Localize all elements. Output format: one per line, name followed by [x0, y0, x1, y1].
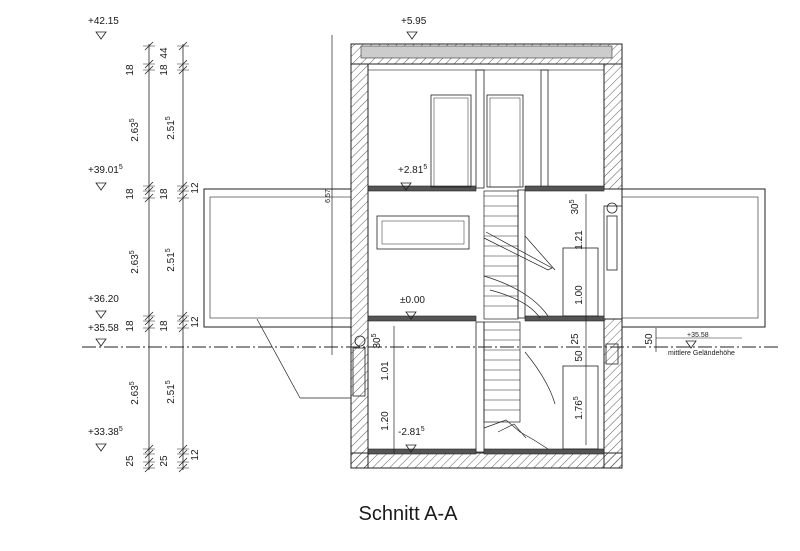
roof-layer: [360, 45, 613, 59]
inner-dim-3: 2.515: [165, 116, 177, 139]
outer-dim-5: 18: [125, 320, 136, 332]
left-extension-inner: [209, 196, 352, 319]
left-dim-1: 305: [371, 333, 383, 348]
stair-winder-step: [497, 423, 527, 439]
stair-dim-5: 50: [574, 350, 585, 362]
stair-dim-3: 1.00: [574, 285, 585, 305]
inner-dim-1: 44: [159, 47, 170, 59]
stair-dim-1: 305: [569, 199, 581, 214]
inner-wall-2: [540, 69, 549, 189]
outer-dim-3: 18: [125, 188, 136, 200]
level-marker-0: [95, 31, 107, 40]
window-basement-right: [605, 343, 619, 365]
floor-dim-2: 12: [190, 316, 201, 328]
staircase: [483, 190, 556, 450]
floor-slab-upper: [367, 185, 477, 192]
right-level: +35.58: [687, 332, 709, 339]
window-ground-left: [376, 215, 470, 250]
outer-dim-2: 2.635: [129, 118, 141, 141]
left-dim-3: 1.20: [380, 411, 391, 431]
level-marker-4: [95, 443, 107, 452]
inner-dim-4: 18: [159, 188, 170, 200]
inner-dim-2: 18: [159, 64, 170, 76]
stair-upper-run: [483, 190, 519, 320]
ground-level-label: mittlere Geländehöhe: [668, 350, 735, 357]
drawing-title: Schnitt A-A: [359, 503, 459, 525]
left-dim-2: 1.01: [380, 361, 391, 381]
abs-level-1: +42.15: [88, 16, 119, 27]
outer-dim-4: 2.635: [129, 250, 141, 273]
level-marker-3: [95, 338, 107, 347]
floor-slab-upper-2: [524, 185, 605, 192]
stair-dim-4: 25: [570, 333, 581, 345]
stair-handrail-upper: [483, 231, 553, 271]
outer-dim-7: 25: [125, 455, 136, 467]
abs-level-4: +35.58: [88, 323, 119, 334]
stair-rail-lower: [524, 351, 556, 405]
rel-level-roof: +5.95: [401, 16, 427, 27]
left-wall: [350, 63, 369, 469]
level-marker-5: [406, 31, 418, 40]
level-marker-8: [405, 444, 417, 453]
abs-level-5: +33.385: [88, 426, 123, 438]
inner-wall-3: [517, 189, 526, 319]
right-wall-lower: [603, 318, 623, 469]
outer-dim-6: 2.635: [129, 381, 141, 404]
floor-dim-1: 12: [190, 182, 201, 194]
level-marker-1: [95, 182, 107, 191]
level-marker-7: [405, 311, 417, 320]
right-extension: [621, 188, 766, 328]
floor-slab-basement: [367, 448, 477, 455]
outer-dim-1: 18: [125, 64, 136, 76]
base-slab: [350, 452, 623, 469]
inner-dim-6: 18: [159, 320, 170, 332]
door-upper-right: [486, 94, 524, 188]
level-marker-9: [685, 340, 697, 349]
dimension-ticks: [143, 41, 189, 473]
floor-slab-ground-2: [524, 315, 605, 322]
stair-rail-diagonal: [524, 235, 556, 271]
stair-winder-lower: [483, 419, 549, 450]
floor-slab-ground: [367, 315, 477, 322]
rel-level-basement: -2.815: [398, 426, 425, 438]
inner-dim-8: 25: [159, 455, 170, 467]
right-dim-50: 50: [644, 333, 655, 345]
stair-turn-1: [483, 275, 549, 317]
rel-level-ground: ±0.00: [400, 295, 425, 306]
door-upper-left-inner: [433, 97, 469, 188]
window-ground-left-inner: [381, 220, 465, 245]
level-marker-2: [95, 310, 107, 319]
inner-dim-5: 2.515: [165, 248, 177, 271]
stair-turn-2: [489, 289, 541, 319]
level-markers: [95, 31, 697, 453]
stair-lower-run: [483, 321, 521, 423]
vent-left: [354, 335, 366, 347]
vent-right: [606, 202, 618, 214]
rel-level-upper: +2.815: [398, 164, 427, 176]
floor-top: [367, 63, 605, 71]
level-marker-6: [400, 182, 412, 191]
abs-level-3: +36.20: [88, 294, 119, 305]
door-ground: [562, 247, 599, 317]
door-basement: [562, 365, 599, 450]
abs-level-2: +39.015: [88, 164, 123, 176]
left-leader: [256, 318, 301, 399]
floor-dim-3: 12: [190, 449, 201, 461]
right-wall-upper: [603, 63, 623, 190]
total-height: 6.57: [325, 189, 332, 203]
stair-dim-6: 1.765: [573, 396, 585, 419]
door-upper-right-inner: [489, 97, 521, 188]
inner-wall-1: [475, 69, 485, 189]
right-extension-inner: [621, 196, 759, 319]
inner-wall-4: [475, 321, 485, 453]
left-extension: [203, 188, 352, 328]
floor-slab-basement-2: [483, 448, 605, 455]
door-upper-left: [430, 94, 472, 188]
stair-dim-2: 1.21: [574, 230, 585, 250]
window-right: [606, 215, 618, 271]
inner-dim-7: 2.515: [165, 380, 177, 403]
window-basement-left: [352, 347, 366, 397]
